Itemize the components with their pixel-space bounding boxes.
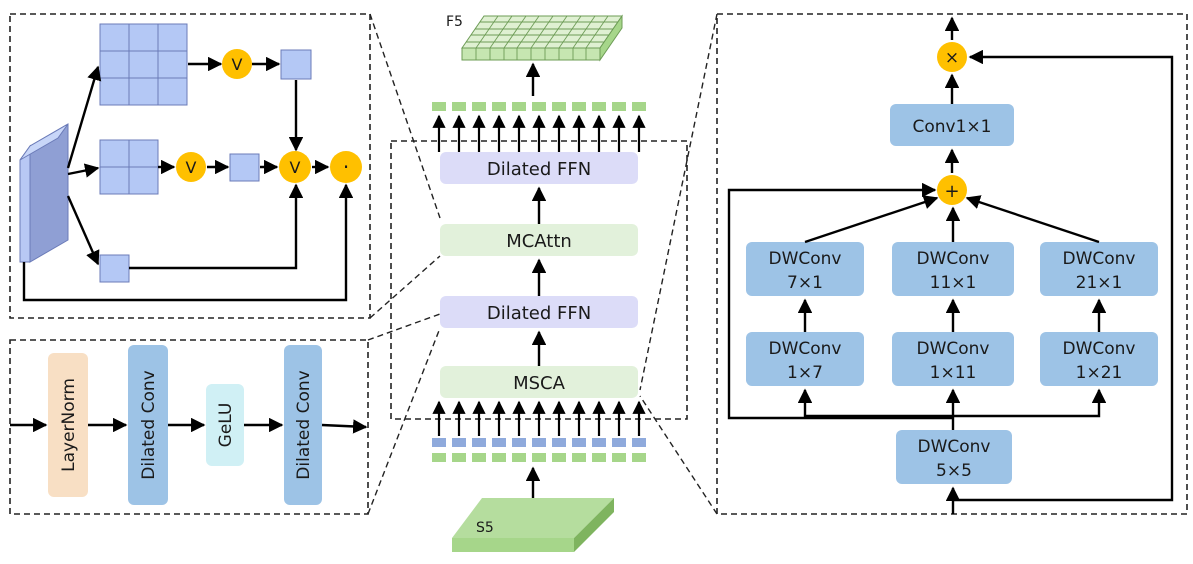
dw1x7-label-2: 1×7 [787,363,823,383]
mcattn-box [440,224,638,256]
dw7x1-box [746,242,864,296]
msca-box [440,366,638,398]
arrow-residual-add [727,182,953,420]
input-block-top [19,123,69,161]
dilated-ffn-top-label: Dilated FFN [487,159,591,180]
op-mul-label: × [945,48,959,68]
dw21x1-label-2: 21×1 [1076,273,1123,293]
center-stack: F5 Dilated FFN MCAttn Dilated FFN MSCA [432,14,646,552]
token-row-bottom-blue [432,438,646,447]
arrow-7x1-add [804,195,939,244]
arrow-to-grid2 [67,163,100,178]
conv1x1-label: Conv1×1 [913,117,992,137]
f5-feature-map [461,14,623,62]
s5-feature-map [452,498,614,552]
dilated-ffn-detail: LayerNorm Dilated Conv GeLU Dilated Conv [10,345,368,505]
s5-label: S5 [476,520,494,536]
token-row-top [432,102,646,111]
gelu-box [206,384,244,466]
dw1x11-label-2: 1×11 [930,363,977,383]
op-mul [937,42,967,72]
small-square-bottom [99,254,130,283]
dw1x21-label-1: DWConv [1062,339,1135,359]
dilated-conv-2-box [284,345,322,505]
dw1x7-label-1: DWConv [768,339,841,359]
dw11x1-label-1: DWConv [916,249,989,269]
conv1x1-box [890,104,1014,146]
dw21x1-label-1: DWConv [1062,249,1135,269]
panel-connectors [367,13,718,515]
left-bottom-panel [9,339,369,515]
msca-label: MSCA [513,373,566,394]
op-add-label: + [944,181,959,202]
dilated-ffn-bottom-box [440,296,638,328]
dw1x11-label-1: DWConv [916,339,989,359]
input-block-front [19,144,31,263]
grid-3x3 [99,23,188,106]
op-v-3-label: V [290,158,301,177]
arrow-split-1x7 [797,388,953,418]
dilated-conv-1-label: Dilated Conv [139,370,159,479]
op-v-1-label: V [232,55,243,74]
dw1x21-box [1040,332,1158,386]
dw7x1-label-2: 7×1 [787,273,823,293]
op-v-2-label: V [186,158,197,177]
op-add [937,175,967,205]
arrow-to-square [66,195,100,266]
dw1x11-box [892,332,1014,386]
token-row-bottom-green [432,453,646,462]
arrow-split-1x21 [953,388,1107,418]
arrow-conv-out [321,419,368,434]
mcattn-detail: V V V · [19,23,362,302]
arrows-bottom-tokens [432,400,646,436]
op-dot [330,151,362,183]
arrow-square-bottom-up [129,183,304,270]
dilated-conv-1-box [128,345,168,505]
arrow-to-grid3 [66,65,102,169]
op-v-2 [176,152,206,182]
mcattn-label: MCAttn [506,231,572,252]
dilated-ffn-bottom-label: Dilated FFN [487,303,591,324]
dw5x5-label-1: DWConv [917,437,990,457]
dilated-ffn-top-box [440,152,638,184]
dw5x5-label-2: 5×5 [936,461,972,481]
dw1x21-label-2: 1×21 [1076,363,1123,383]
left-top-panel [9,13,371,319]
f5-label: F5 [446,14,463,30]
layernorm-label: LayerNorm [59,378,79,472]
small-square-mid [229,153,260,182]
op-v-3 [279,151,311,183]
op-dot-label: · [343,155,349,179]
arrow-residual [22,183,354,302]
msca-detail: × Conv1×1 + DWConv 7×1 DWConv 11×1 DWCon… [727,16,1174,514]
dw21x1-box [1040,242,1158,296]
gelu-label: GeLU [216,403,236,448]
arrow-attention-skip [953,49,1174,502]
small-square-top [280,49,312,80]
dilated-conv-2-label: Dilated Conv [294,370,314,479]
dw1x7-box [746,332,864,386]
dw5x5-box [896,430,1012,484]
arrow-21x1-add [965,195,1100,244]
op-v-1 [222,49,252,79]
dw7x1-label-1: DWConv [768,249,841,269]
grid-2x2 [99,139,159,195]
layernorm-box [48,353,88,497]
dw11x1-box [892,242,1014,296]
arrows-top-tokens [432,114,646,152]
dw11x1-label-2: 11×1 [930,273,977,293]
